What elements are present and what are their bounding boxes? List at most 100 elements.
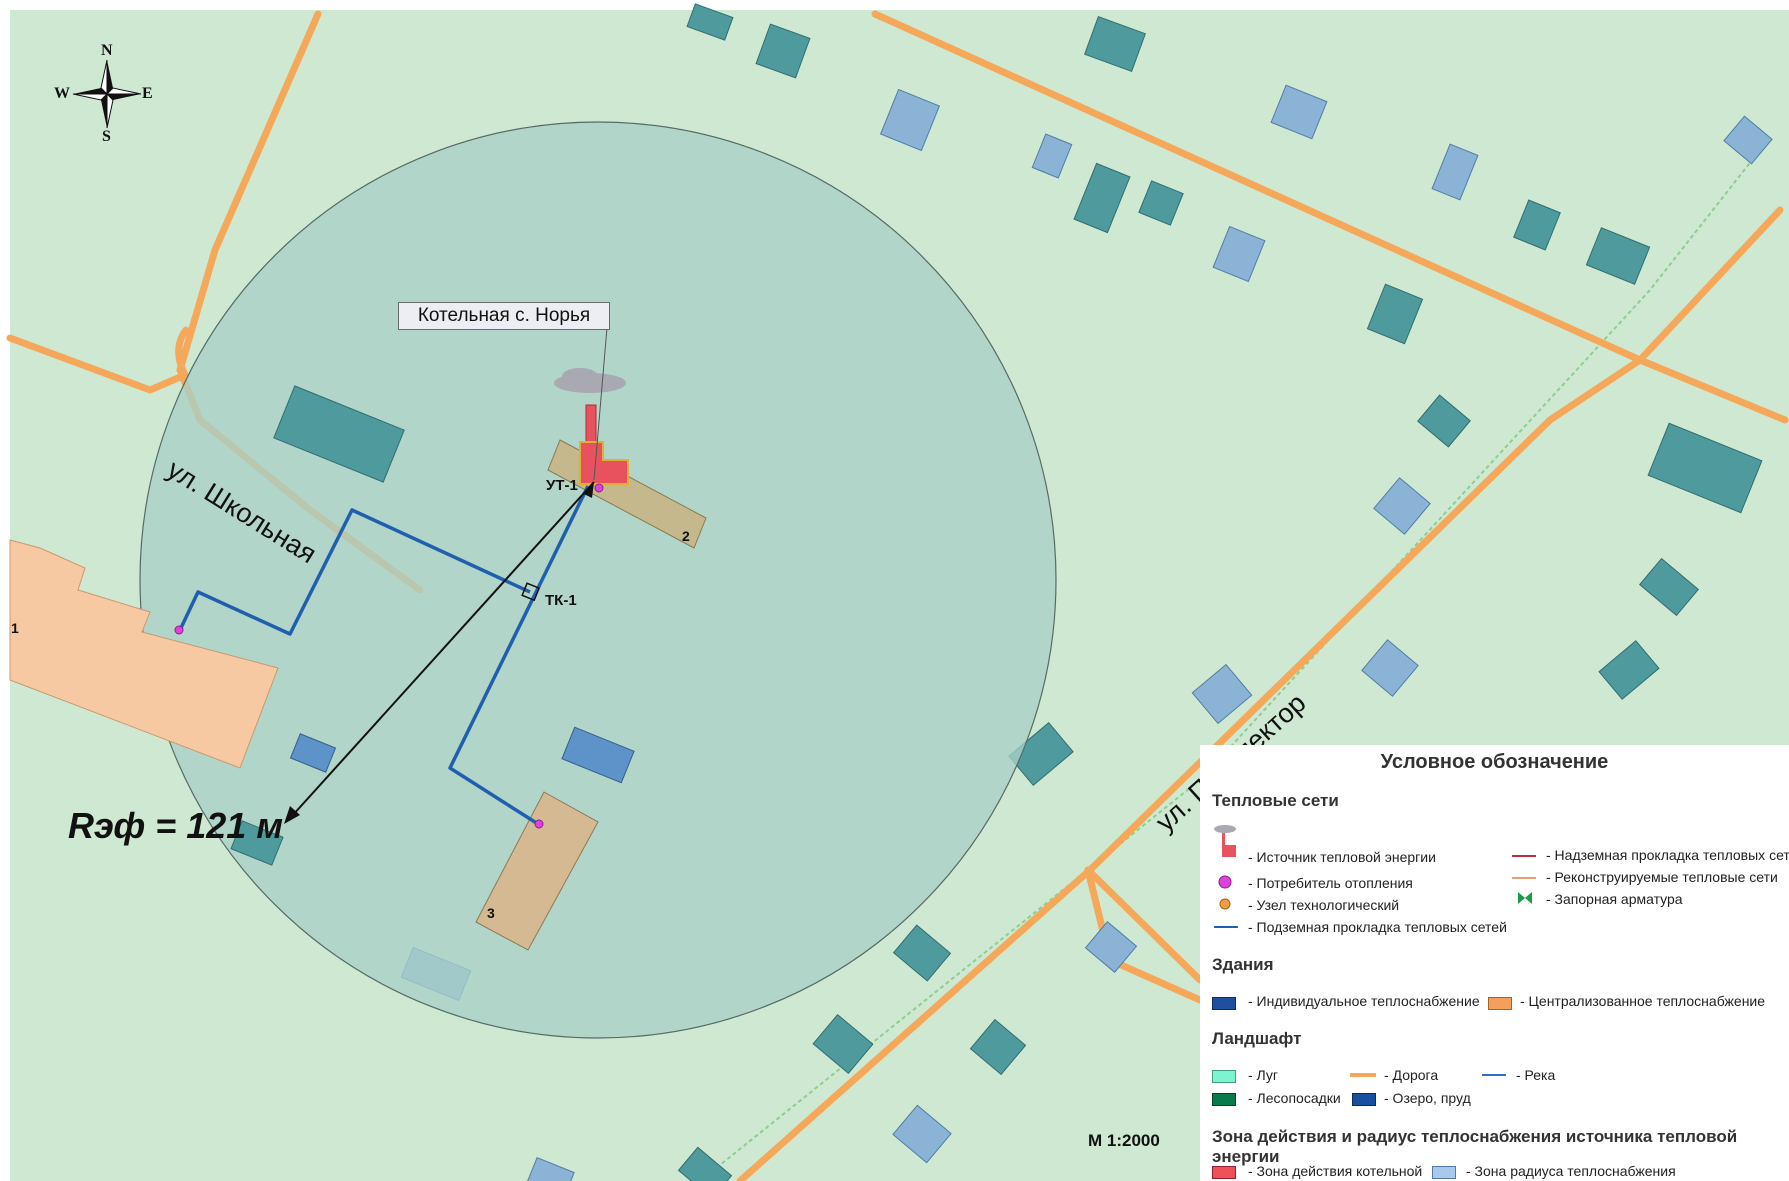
buildings-teal bbox=[677, 3, 1763, 1181]
building-blue bbox=[525, 1156, 575, 1181]
rail-line bbox=[699, 149, 1761, 1181]
boiler-body bbox=[579, 441, 629, 485]
pipe-segment bbox=[448, 485, 590, 826]
building-blue bbox=[879, 88, 941, 152]
swatch-centralized bbox=[1488, 997, 1512, 1010]
boiler-house bbox=[554, 368, 629, 485]
building-1-centralized bbox=[9, 539, 279, 769]
building-blue bbox=[1031, 133, 1073, 179]
building-blue bbox=[1191, 663, 1253, 725]
building-3-centralized bbox=[475, 791, 599, 951]
swatch-radius-zone bbox=[1432, 1166, 1456, 1179]
legend-section-landscape: Ландшафт bbox=[1212, 1029, 1302, 1048]
building-3-number: 3 bbox=[487, 905, 495, 921]
boiler-chimney bbox=[585, 404, 597, 448]
legend-item-centralized: - Централизованное теплоснабжение bbox=[1520, 993, 1766, 1009]
road-branch-lower bbox=[1084, 866, 1204, 984]
legend-section-heat-networks: Тепловые сети bbox=[1212, 791, 1339, 810]
building-blue bbox=[1373, 477, 1431, 535]
building-teal bbox=[969, 1018, 1027, 1076]
building-teal bbox=[1647, 422, 1763, 514]
legend-item-aboveground: - Надземная прокладка тепловых сетей bbox=[1546, 847, 1789, 863]
buildings-in-zone bbox=[230, 385, 635, 866]
line-icon bbox=[1350, 1073, 1376, 1077]
radius-arrow-head-top bbox=[584, 482, 594, 498]
building-blue bbox=[1212, 225, 1266, 283]
node-dot-icon bbox=[1219, 898, 1231, 910]
radius-arrow bbox=[291, 481, 595, 817]
legend-item-meadow: - Луг bbox=[1248, 1067, 1279, 1083]
legend-item-heat-source: - Источник тепловой энергии bbox=[1248, 849, 1436, 865]
legend-title: Условное обозначение bbox=[1380, 751, 1609, 773]
building-teal bbox=[1366, 283, 1424, 345]
line-icon bbox=[1482, 1074, 1506, 1076]
building-1-number: 1 bbox=[11, 620, 19, 636]
building-teal bbox=[892, 924, 952, 982]
building-teal bbox=[230, 820, 284, 866]
line-icon bbox=[1512, 855, 1536, 857]
building-blue bbox=[892, 1104, 952, 1164]
legend-item-road: - Дорога bbox=[1384, 1067, 1439, 1083]
building-teal bbox=[1138, 180, 1184, 226]
building-blue bbox=[1431, 143, 1479, 201]
building-teal bbox=[1073, 162, 1131, 234]
line-icon bbox=[1214, 926, 1238, 928]
boiler-smoke bbox=[562, 368, 598, 384]
swatch-meadow bbox=[1212, 1070, 1236, 1083]
consumer-point bbox=[594, 483, 604, 493]
boiler-icon bbox=[1214, 825, 1236, 857]
building-teal bbox=[1598, 640, 1660, 700]
legend-item-consumer: - Потребитель отопления bbox=[1248, 875, 1413, 891]
building-blue bbox=[1084, 921, 1138, 973]
compass-east-label: E bbox=[142, 85, 153, 102]
building-teal bbox=[755, 23, 811, 79]
node-ut1-label: УТ-1 bbox=[546, 477, 578, 494]
legend-item-node: - Узел технологический bbox=[1248, 897, 1400, 913]
building-blue bbox=[1723, 115, 1773, 165]
consumer-point bbox=[534, 819, 544, 829]
compass-west-label: W bbox=[54, 85, 70, 102]
legend-item-individual: - Индивидуальное теплоснабжение bbox=[1248, 993, 1480, 1009]
legend-section-zone: Зона действия и радиус теплоснабжения ис… bbox=[1212, 1127, 1738, 1166]
building-teal bbox=[1638, 557, 1700, 617]
compass-south-label: S bbox=[102, 128, 111, 145]
building-2-number: 2 bbox=[682, 528, 690, 544]
road-left-long bbox=[6, 334, 189, 394]
callout-leader bbox=[593, 315, 609, 481]
legend-item-lake: - Озеро, пруд bbox=[1384, 1090, 1471, 1106]
building-teal bbox=[1585, 227, 1651, 285]
line-icon bbox=[1512, 877, 1536, 879]
radius-label: Rэф = 121 м bbox=[68, 805, 283, 846]
road-school-loop bbox=[175, 326, 190, 379]
building-teal bbox=[1008, 722, 1074, 786]
building-teal bbox=[273, 385, 405, 483]
boiler-callout-label[interactable]: Котельная с. Норья bbox=[398, 302, 610, 330]
road-prospekt bbox=[736, 206, 1784, 1181]
consumer-dot-icon bbox=[1218, 875, 1232, 889]
building-blue bbox=[1361, 639, 1419, 697]
swatch-boiler-zone bbox=[1212, 1166, 1236, 1179]
building-teal bbox=[1513, 199, 1561, 251]
building-blue bbox=[561, 726, 635, 784]
building-teal bbox=[1084, 16, 1146, 72]
building-blue bbox=[289, 733, 337, 773]
legend-item-river: - Река bbox=[1516, 1067, 1556, 1083]
node-tk1-label: ТК-1 bbox=[545, 592, 577, 609]
legend-item-valve: - Запорная арматура bbox=[1546, 891, 1683, 907]
swatch-forest bbox=[1212, 1093, 1236, 1106]
heat-supply-radius-zone bbox=[139, 121, 1057, 1039]
building-blue bbox=[1270, 84, 1328, 140]
compass-rose bbox=[72, 59, 142, 129]
consumer-point bbox=[174, 625, 184, 635]
radius-arrow-head bbox=[284, 806, 300, 824]
swatch-lake bbox=[1352, 1093, 1376, 1106]
legend-item-reconstructed: - Реконструируемые тепловые сети bbox=[1546, 869, 1778, 885]
map-scale: М 1:2000 bbox=[1088, 1131, 1160, 1150]
thermal-chamber-tk1[interactable] bbox=[521, 582, 541, 602]
swatch-individual bbox=[1212, 997, 1236, 1010]
legend-item-boiler-zone: - Зона действия котельной bbox=[1248, 1163, 1423, 1179]
legend-item-radius-zone: - Зона радиуса теплоснабжения bbox=[1466, 1163, 1676, 1179]
heat-pipes-underground bbox=[178, 485, 590, 826]
